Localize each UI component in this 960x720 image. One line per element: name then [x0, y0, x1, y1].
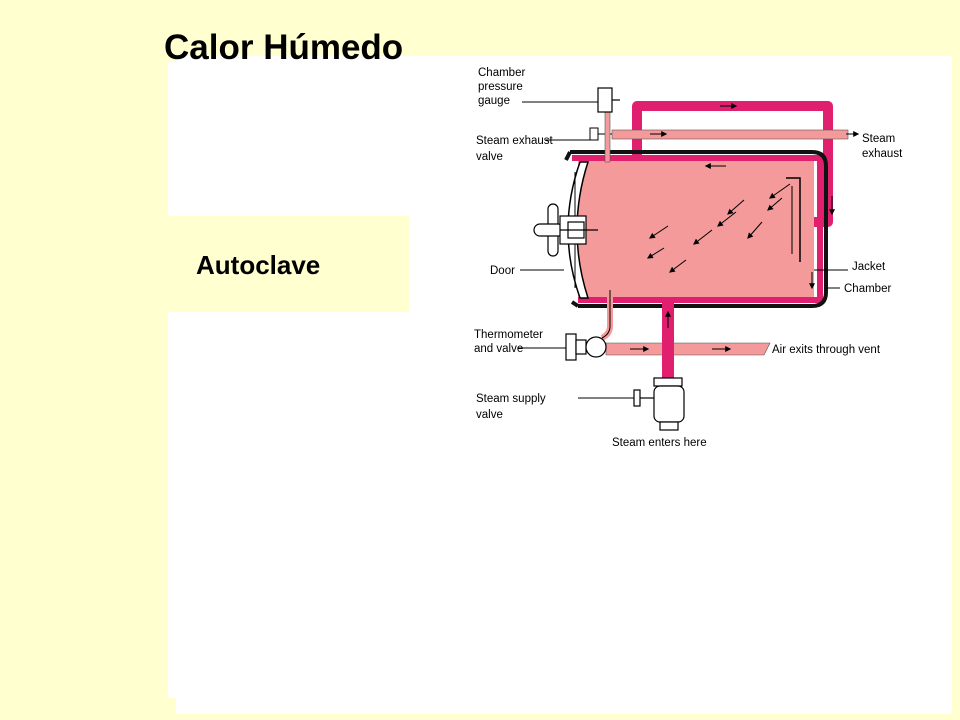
jacket-label: Jacket: [852, 261, 886, 273]
chamber-label: Chamber: [844, 283, 891, 295]
internal-duct: [786, 177, 801, 262]
steam-exhaust-pipe: [611, 129, 849, 140]
jacket-outline: [572, 155, 823, 303]
door-wheel: [533, 203, 598, 257]
door: [567, 161, 590, 299]
slide-title: Calor Húmedo: [164, 28, 404, 67]
subtitle-text: Autoclave: [196, 250, 321, 280]
pressure-gauge: [597, 87, 620, 113]
chamber-body: [578, 161, 814, 298]
leader-lines: [518, 101, 848, 399]
steam-enters-label: Steam enters here: [612, 437, 707, 449]
outer-shell: [570, 150, 828, 308]
thermometer-valve: [565, 333, 607, 361]
flow-arrows: [646, 163, 835, 290]
steam-supply-valve: [633, 377, 685, 431]
door-label: Door: [490, 265, 515, 277]
air-vent-label: Air exits through vent: [772, 344, 881, 356]
subtitle-box: Autoclave: [168, 216, 409, 312]
outer-shell-left: [564, 151, 580, 308]
steam-supply-pipe: [662, 302, 674, 382]
